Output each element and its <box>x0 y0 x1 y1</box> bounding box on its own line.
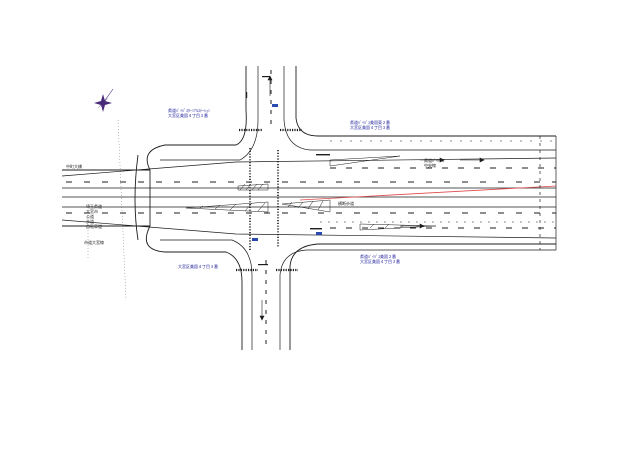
upper-right-line-2: 大宮区美園４丁目３番 <box>350 125 390 130</box>
left-side-label-2: 大宮市 <box>86 209 98 214</box>
design-centerline <box>299 185 557 201</box>
compass-rose-icon <box>94 88 114 112</box>
center-small-label: 横断歩道 <box>338 201 354 206</box>
crosswalks <box>236 128 302 272</box>
upper-left-line-2: 大宮区美園４丁目３番 <box>168 113 208 118</box>
lower-right-annotation: 県道ﾊﾞｲﾊﾟｽ美園２番 大宮区美園４丁目３番 <box>360 254 400 264</box>
lower-left-line-1: 大宮区美園４丁目３番 <box>178 264 218 269</box>
right-center-line-2: 中央線 <box>424 163 436 168</box>
left-side-label-3: 公道 <box>86 214 94 219</box>
left-side-label-1: 埼玉県道 <box>86 204 102 209</box>
left-vertical-label: 市道大宮線 <box>84 240 104 245</box>
right-center-label: 県道ﾊﾞｲﾊﾟｽ 中央線 <box>424 158 444 168</box>
right-center-line-1: 県道ﾊﾞｲﾊﾟｽ <box>424 158 444 163</box>
lower-left-annotation: 大宮区美園４丁目３番 <box>178 264 218 269</box>
stop-line-marks <box>246 76 330 266</box>
left-side-label-4: 歩道 <box>86 219 94 224</box>
lower-right-line-1: 県道ﾊﾞｲﾊﾟｽ美園２番 <box>360 254 396 259</box>
left-road-label: 中町大橋 <box>66 164 82 169</box>
upper-left-annotation: 県道ﾊﾞｲﾊﾟｽﾀｰﾐﾅﾙｽﾃｰｼｮﾝ 大宮区美園４丁目３番 <box>168 108 210 118</box>
carriageway-edges <box>61 66 557 350</box>
turn-arrows <box>259 75 485 321</box>
reference-lines <box>87 119 127 301</box>
lower-right-line-2: 大宮区美園４丁目３番 <box>360 259 400 264</box>
upper-right-line-1: 県道ﾊﾞｲﾊﾟｽ美園東２番 <box>350 120 390 125</box>
right-edge <box>539 136 557 250</box>
upper-left-line-1: 県道ﾊﾞｲﾊﾟｽﾀｰﾐﾅﾙｽﾃｰｼｮﾝ <box>168 108 210 113</box>
upper-right-annotation: 県道ﾊﾞｲﾊﾟｽ美園東２番 大宮区美園４丁目３番 <box>350 120 390 130</box>
left-side-labels: 埼玉県道 大宮市 公道 歩道 自転車道 <box>86 204 102 229</box>
left-side-label-5: 自転車道 <box>86 224 102 229</box>
traffic-signals <box>252 104 322 241</box>
hatched-islands <box>185 155 437 231</box>
